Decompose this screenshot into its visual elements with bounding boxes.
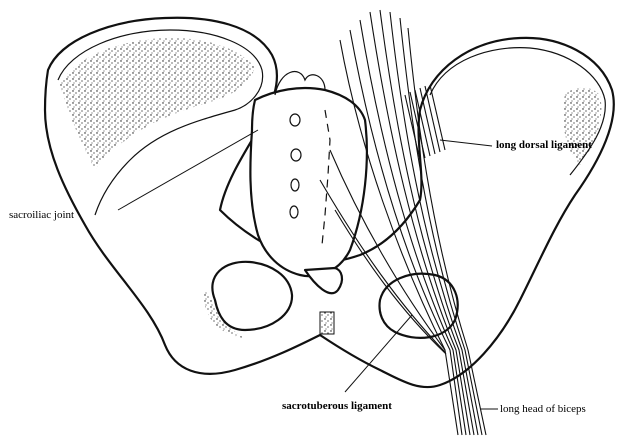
long-head-of-biceps-label: long head of biceps bbox=[500, 404, 586, 415]
right-obturator-foramen bbox=[380, 274, 458, 338]
sacrum bbox=[250, 88, 367, 276]
sacroiliac-joint-label: sacroiliac joint bbox=[9, 210, 74, 221]
sacrotuberous-ligament-label: sacrotuberous ligament bbox=[282, 401, 392, 412]
pubic-symphysis bbox=[320, 312, 334, 334]
long-dorsal-ligament-label: long dorsal ligament bbox=[496, 140, 592, 151]
